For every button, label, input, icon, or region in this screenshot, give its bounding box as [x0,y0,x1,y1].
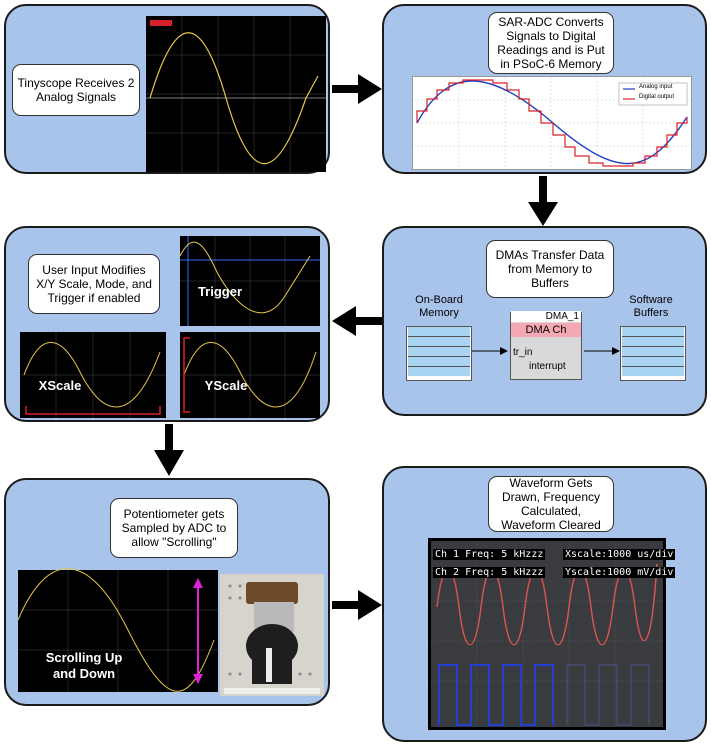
panel-waveform: Waveform Gets Drawn, Frequency Calculate… [382,466,707,742]
arrow-dma-to-user-input [332,306,382,336]
receive-scope-trace [146,16,326,172]
ch2-freq: Ch 2 Freq: 5 kHzzz [433,567,546,578]
dma-label: DMAs Transfer Data from Memory to Buffer… [486,240,614,298]
panel-dma: DMAs Transfer Data from Memory to Buffer… [382,226,707,416]
dma-component: DMA_1 DMA Ch tr_in interrupt [510,311,582,380]
legend-analog: Analog input [639,84,673,90]
xscale-readout: Xscale:1000 us/div [563,549,676,560]
panel-pot: Potentiometer gets Sampled by ADC to all… [4,478,330,706]
receive-scope [146,16,326,172]
user-input-label: User Input Modifies X/Y Scale, Mode, and… [28,254,160,314]
ch1-freq: Ch 1 Freq: 5 kHzzz [433,549,546,560]
adc-chart: Analog input Digital output [412,76,692,170]
trigger-scope: Trigger [179,236,320,326]
panel-convert: SAR-ADC Converts Signals to Digital Read… [382,4,707,174]
yscale-readout: Yscale:1000 mV/div [563,567,676,578]
arrow-convert-to-dma [528,176,558,226]
panel-user-input: User Input Modifies X/Y Scale, Mode, and… [4,226,330,422]
memory-label: On-Board Memory [415,294,463,319]
trigger-trace [179,236,320,326]
arrow-receive-to-convert [332,74,382,104]
xscale-text: XScale [38,378,82,393]
potentiometer-photo [220,574,324,696]
dma-component-header: DMA Ch [511,323,581,337]
panel-receive: Tinyscope Receives 2 Analog Signals [4,4,330,174]
scroll-text: Scrolling Up and Down [45,650,123,681]
waveform-label: Waveform Gets Drawn, Frequency Calculate… [488,476,614,532]
yscale-scope: YScale [180,332,320,418]
arrow-user-input-to-pot [154,424,184,476]
potentiometer-illustration [220,574,324,696]
trigger-text: Trigger [197,284,243,299]
buffers-label: Software Buffers [629,294,673,319]
yscale-text: YScale [204,378,248,393]
buffer-stack [620,326,686,381]
arrow-memory-to-dma [472,347,508,355]
adc-chart-plot [413,77,691,169]
tft-display: Ch 1 Freq: 5 kHzzz Xscale:1000 us/div Ch… [428,538,676,730]
arrow-pot-to-waveform [332,590,382,620]
pot-label: Potentiometer gets Sampled by ADC to all… [110,498,238,558]
yscale-trace [180,332,320,418]
dma-component-title: DMA_1 [511,311,581,322]
convert-label: SAR-ADC Converts Signals to Digital Read… [488,12,614,74]
memory-stack [406,326,472,381]
receive-label: Tinyscope Receives 2 Analog Signals [12,64,140,116]
xscale-scope: XScale [20,332,166,418]
legend-digital: Digital output [639,94,675,100]
scroll-trace [17,568,218,692]
scroll-scope: Scrolling Up and Down [17,568,218,692]
arrow-dma-to-buffers [584,347,620,355]
dma-port-out: interrupt [529,361,566,372]
dma-port-in: tr_in [513,347,533,358]
xscale-trace [20,332,166,418]
